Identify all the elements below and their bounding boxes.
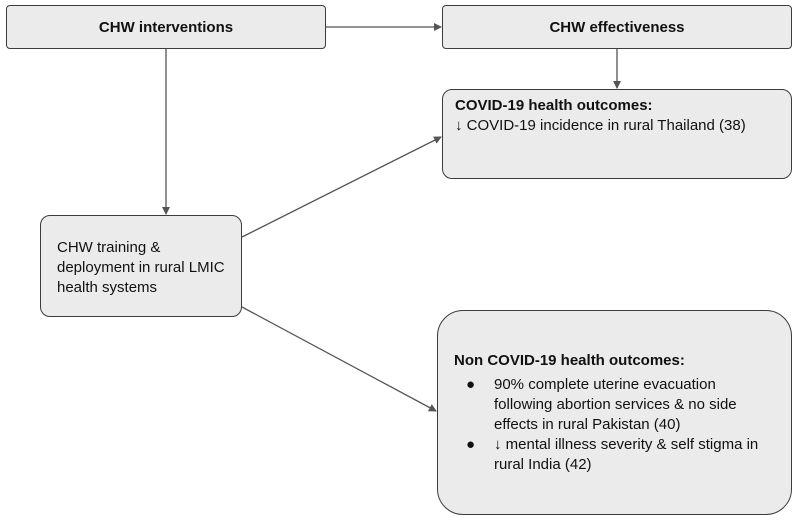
bullet-icon: ● xyxy=(466,376,476,393)
list-item-text: ↓ mental illness severity & self stigma … xyxy=(494,436,759,473)
node-chw-effectiveness: CHW effectiveness xyxy=(442,5,792,49)
node-chw-training: CHW training & deployment in rural LMIC … xyxy=(40,215,242,317)
node-chw-interventions: CHW interventions xyxy=(6,5,326,49)
covid-outcomes-text: ↓ COVID-19 incidence in rural Thailand (… xyxy=(455,117,746,134)
list-item: ● ↓ mental illness severity & self stigm… xyxy=(454,435,777,475)
bullet-icon: ● xyxy=(466,436,476,453)
node-noncovid-outcomes: Non COVID-19 health outcomes: ● 90% comp… xyxy=(437,310,792,515)
node-chw-interventions-label: CHW interventions xyxy=(98,18,234,36)
node-chw-effectiveness-label: CHW effectiveness xyxy=(549,18,685,36)
list-item-text: 90% complete uterine evacuation followin… xyxy=(494,376,737,433)
node-chw-training-label: CHW training & deployment in rural LMIC … xyxy=(57,239,225,296)
noncovid-outcomes-list: ● 90% complete uterine evacuation follow… xyxy=(454,375,777,475)
covid-outcomes-title: COVID-19 health outcomes: xyxy=(455,97,653,114)
node-covid-outcomes: COVID-19 health outcomes: ↓ COVID-19 inc… xyxy=(442,89,792,179)
noncovid-outcomes-title: Non COVID-19 health outcomes: xyxy=(454,352,685,369)
arrow-training-to-noncovid xyxy=(241,306,437,412)
arrow-training-to-covid xyxy=(241,136,442,238)
list-item: ● 90% complete uterine evacuation follow… xyxy=(454,375,777,435)
